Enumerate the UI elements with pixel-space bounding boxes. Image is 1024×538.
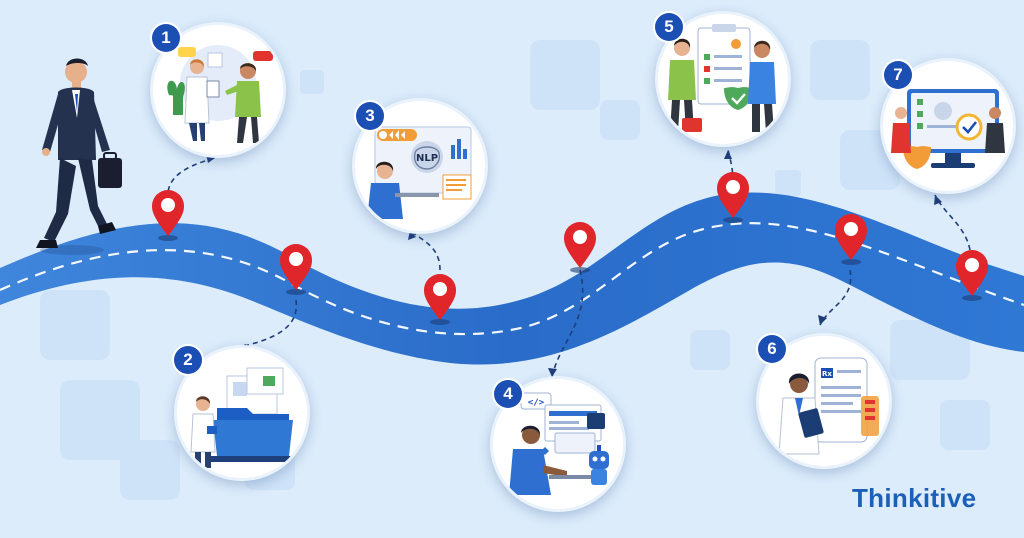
- stage-5-circle: [655, 11, 791, 147]
- care-team-illustration: [668, 24, 776, 132]
- connector-7: [934, 194, 971, 251]
- businessman-walking-illustration: [36, 58, 122, 255]
- prescription-illustration: Rx: [778, 357, 879, 455]
- arrowhead-4: [548, 368, 557, 377]
- map-pin-icon: [152, 190, 184, 241]
- step-number-badge: 7: [884, 61, 912, 89]
- nlp-workstation-illustration: NLP: [367, 126, 472, 219]
- developer-ai-illustration: </>: [509, 392, 609, 495]
- road-center-line: [0, 222, 1024, 336]
- map-pin-icon: [956, 250, 988, 301]
- map-pin-icon: [564, 222, 596, 273]
- arrowhead-7: [934, 195, 942, 205]
- step-number-badge: 6: [758, 335, 786, 363]
- stage-1-circle: [150, 22, 286, 158]
- compliance-monitor-illustration: [891, 89, 1005, 169]
- step-number-badge: 5: [655, 13, 683, 41]
- nlp-label: NLP: [416, 153, 438, 164]
- step-number-badge: 3: [356, 102, 384, 130]
- step-number-badge: 4: [494, 380, 522, 408]
- arrowhead-5: [724, 150, 732, 159]
- rx-label: Rx: [822, 370, 832, 378]
- journey-road: [0, 192, 1024, 365]
- brand-logo: Thinkitive: [852, 483, 977, 513]
- map-pin-icon: [835, 214, 867, 265]
- stage-2-circle: [174, 345, 310, 481]
- map-pin-icon: [424, 274, 456, 325]
- step-number-badge: 1: [152, 24, 180, 52]
- step-number-badge: 2: [174, 346, 202, 374]
- map-pin-icon: [280, 244, 312, 295]
- stage-7-circle: [880, 58, 1016, 194]
- map-pin-icon: [717, 172, 749, 223]
- consultation-illustration: [167, 45, 273, 143]
- records-folder-illustration: [190, 367, 297, 468]
- code-label: </>: [528, 398, 545, 408]
- pins: [152, 172, 988, 325]
- connector-4: [551, 269, 584, 378]
- arrowhead-6: [818, 315, 827, 325]
